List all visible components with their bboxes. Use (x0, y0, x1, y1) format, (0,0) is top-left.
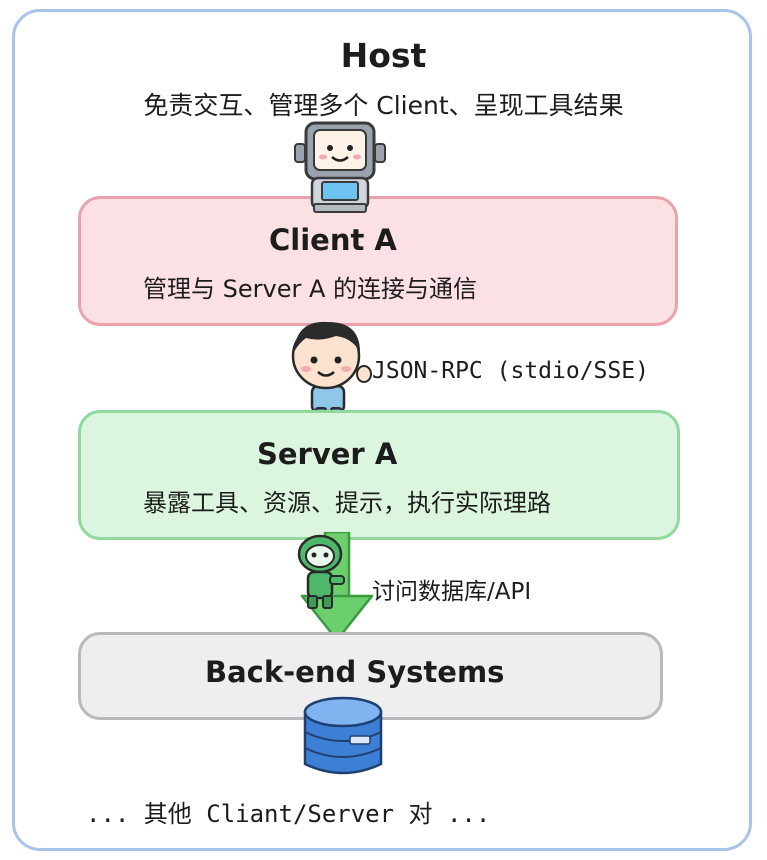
client-description: 管理与 Server A 的连接与通信 (143, 275, 478, 303)
person-icon (291, 321, 372, 419)
server-description: 暴露工具、资源、提示，执行实际理路 (143, 489, 551, 517)
client-box: Client A 管理与 Server A 的连接与通信 (78, 196, 678, 326)
database-icon (303, 696, 383, 775)
client-title: Client A (269, 223, 397, 257)
computer-robot-icon (294, 121, 386, 213)
access-label: 讨问数据库/API (372, 579, 532, 605)
server-title: Server A (257, 437, 398, 471)
backend-title: Back-end Systems (205, 655, 505, 689)
footer-text: ... 其他 Cliant/Server 对 ... (86, 800, 491, 828)
server-box: Server A 暴露工具、资源、提示，执行实际理路 (78, 410, 680, 540)
host-description: 免责交互、管理多个 Client、呈现工具结果 (143, 91, 624, 120)
protocol-label: JSON-RPC (stdio/SSE) (372, 358, 649, 384)
green-robot-icon (297, 534, 345, 609)
host-title: Host (340, 36, 427, 75)
